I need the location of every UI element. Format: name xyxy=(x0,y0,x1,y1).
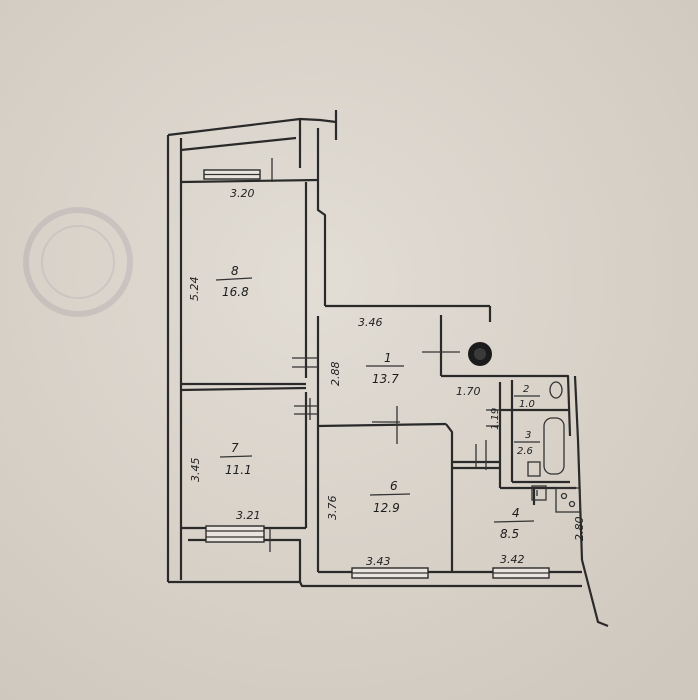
room-7-number: 7 xyxy=(231,441,239,455)
dim-room-6-length: 3.76 xyxy=(326,496,339,521)
room-labels: 8 16.8 7 11.1 1 13.7 6 12.9 2 1.0 3 2.6 xyxy=(215,264,540,541)
room-8-area: 16.8 xyxy=(222,285,249,299)
room-4-number: 4 xyxy=(512,506,520,520)
dim-room-7-width: 3.21 xyxy=(236,509,261,522)
room-1-area: 13.7 xyxy=(372,372,399,386)
interior-walls xyxy=(180,178,576,582)
dim-room-8-width: 3.20 xyxy=(230,187,255,200)
bath-sink-fixture xyxy=(527,461,541,477)
dim-room-7-length: 3.45 xyxy=(189,458,202,483)
room-6-area: 12.9 xyxy=(373,501,400,515)
room-3-number: 3 xyxy=(525,430,531,441)
kitchen-sink-fixture xyxy=(531,485,547,501)
dim-room-8-length: 5.24 xyxy=(188,277,201,302)
room-3-area: 2.6 xyxy=(517,446,533,457)
room-7-area: 11.1 xyxy=(225,463,252,477)
room-6-number: 6 xyxy=(390,479,398,493)
window-room-7 xyxy=(205,525,265,543)
dim-corridor-depth: 1.19 xyxy=(490,408,501,430)
dim-room-1-length: 2.88 xyxy=(329,362,342,387)
door-marks xyxy=(269,158,500,552)
dim-corridor-width: 1.70 xyxy=(456,385,481,398)
windows xyxy=(203,169,550,579)
room-4-label: 4 8.5 xyxy=(493,506,535,541)
dim-room-4-width: 3.42 xyxy=(500,553,525,566)
bathtub-fixture xyxy=(543,417,565,475)
dim-room-4-length: 2.80 xyxy=(573,517,586,542)
toilet-fixture xyxy=(549,381,563,399)
dim-room-1-width: 3.46 xyxy=(358,316,383,329)
room-2-area: 1.0 xyxy=(519,399,535,410)
room-8-number: 8 xyxy=(231,264,239,278)
room-8-label: 8 16.8 xyxy=(215,264,253,299)
dim-room-6-width: 3.43 xyxy=(366,555,391,568)
room-3-label: 3 2.6 xyxy=(514,430,540,457)
room-6-label: 6 12.9 xyxy=(369,479,411,515)
fixtures xyxy=(468,342,581,513)
room-7-label: 7 11.1 xyxy=(219,441,253,477)
dimension-labels: 3.20 5.24 3.46 2.88 1.70 1.19 3.45 3.21 … xyxy=(188,187,586,568)
room-4-area: 8.5 xyxy=(500,527,519,541)
room-2-number: 2 xyxy=(523,384,529,395)
stove-fixture xyxy=(555,487,581,513)
faded-stamp xyxy=(23,207,133,317)
room-2-label: 2 1.0 xyxy=(514,384,540,410)
room-1-number: 1 xyxy=(384,351,392,365)
room-1-label: 1 13.7 xyxy=(366,351,404,386)
